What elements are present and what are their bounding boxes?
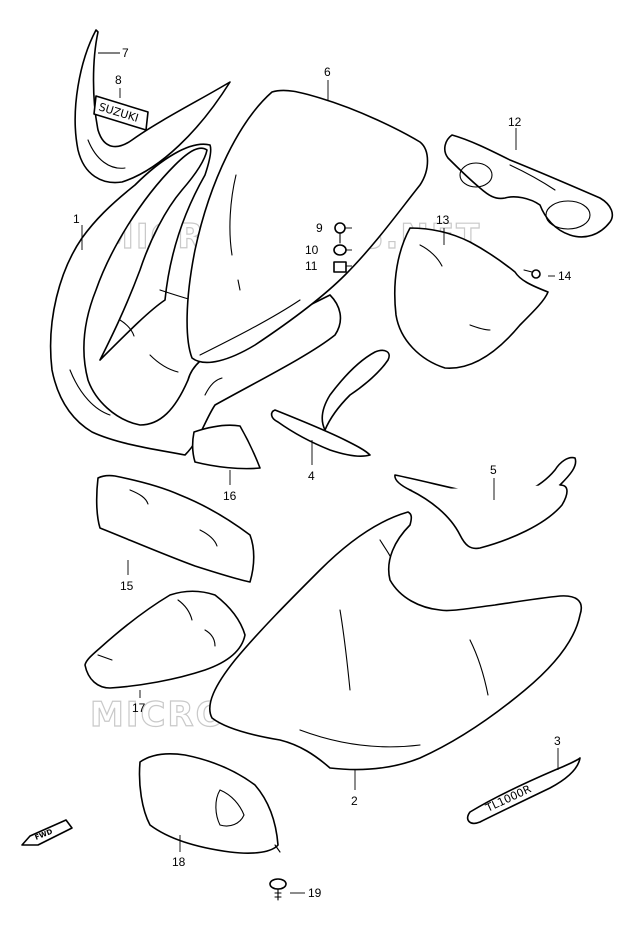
part-14-screw[interactable] <box>523 269 541 279</box>
part-15-inner-cover[interactable] <box>95 474 255 583</box>
callout-5: 5 <box>490 463 497 477</box>
leader-lines <box>81 52 559 894</box>
callout-3: 3 <box>554 734 561 748</box>
part-10-washer[interactable] <box>333 244 347 256</box>
callout-6: 6 <box>324 65 331 79</box>
part-6-windscreen[interactable] <box>186 89 429 364</box>
part-19-screw[interactable] <box>269 878 287 901</box>
part-16-small-panel[interactable] <box>191 424 261 470</box>
part-13-inner-panel[interactable] <box>393 227 549 369</box>
callout-labels: 7 8 1 6 12 13 14 9 10 11 4 16 5 15 17 2 … <box>73 46 572 900</box>
callout-4: 4 <box>308 469 315 483</box>
part-18-under-cover[interactable] <box>138 753 281 854</box>
forward-direction-arrow: FWD <box>21 819 73 846</box>
callout-1: 1 <box>73 212 80 226</box>
callout-13: 13 <box>436 213 450 227</box>
callout-12: 12 <box>508 115 522 129</box>
callout-19: 19 <box>308 886 322 900</box>
part-7-side-panel[interactable] <box>74 29 231 184</box>
callout-9: 9 <box>316 221 323 235</box>
part-12-meter-bracket[interactable] <box>443 134 614 238</box>
callout-17: 17 <box>132 701 146 715</box>
part-4-brace[interactable] <box>270 349 390 457</box>
callout-2: 2 <box>351 794 358 808</box>
part-17-lower-panel[interactable] <box>84 590 246 689</box>
part-11-grommet[interactable] <box>333 261 347 273</box>
callout-10: 10 <box>305 243 319 257</box>
callout-14: 14 <box>558 269 572 283</box>
part-3-emblem[interactable]: TL1000R <box>466 757 581 825</box>
callout-8: 8 <box>115 73 122 87</box>
callout-16: 16 <box>223 489 237 503</box>
callout-15: 15 <box>120 579 134 593</box>
part-9-screw[interactable] <box>334 222 346 244</box>
part-2-lower-cowling[interactable] <box>208 511 582 771</box>
part-5-lower-trim[interactable] <box>394 456 577 550</box>
callout-7: 7 <box>122 46 129 60</box>
callout-18: 18 <box>172 855 186 869</box>
callout-11: 11 <box>305 259 318 273</box>
part-8-decal[interactable]: SUZUKI <box>93 95 149 131</box>
